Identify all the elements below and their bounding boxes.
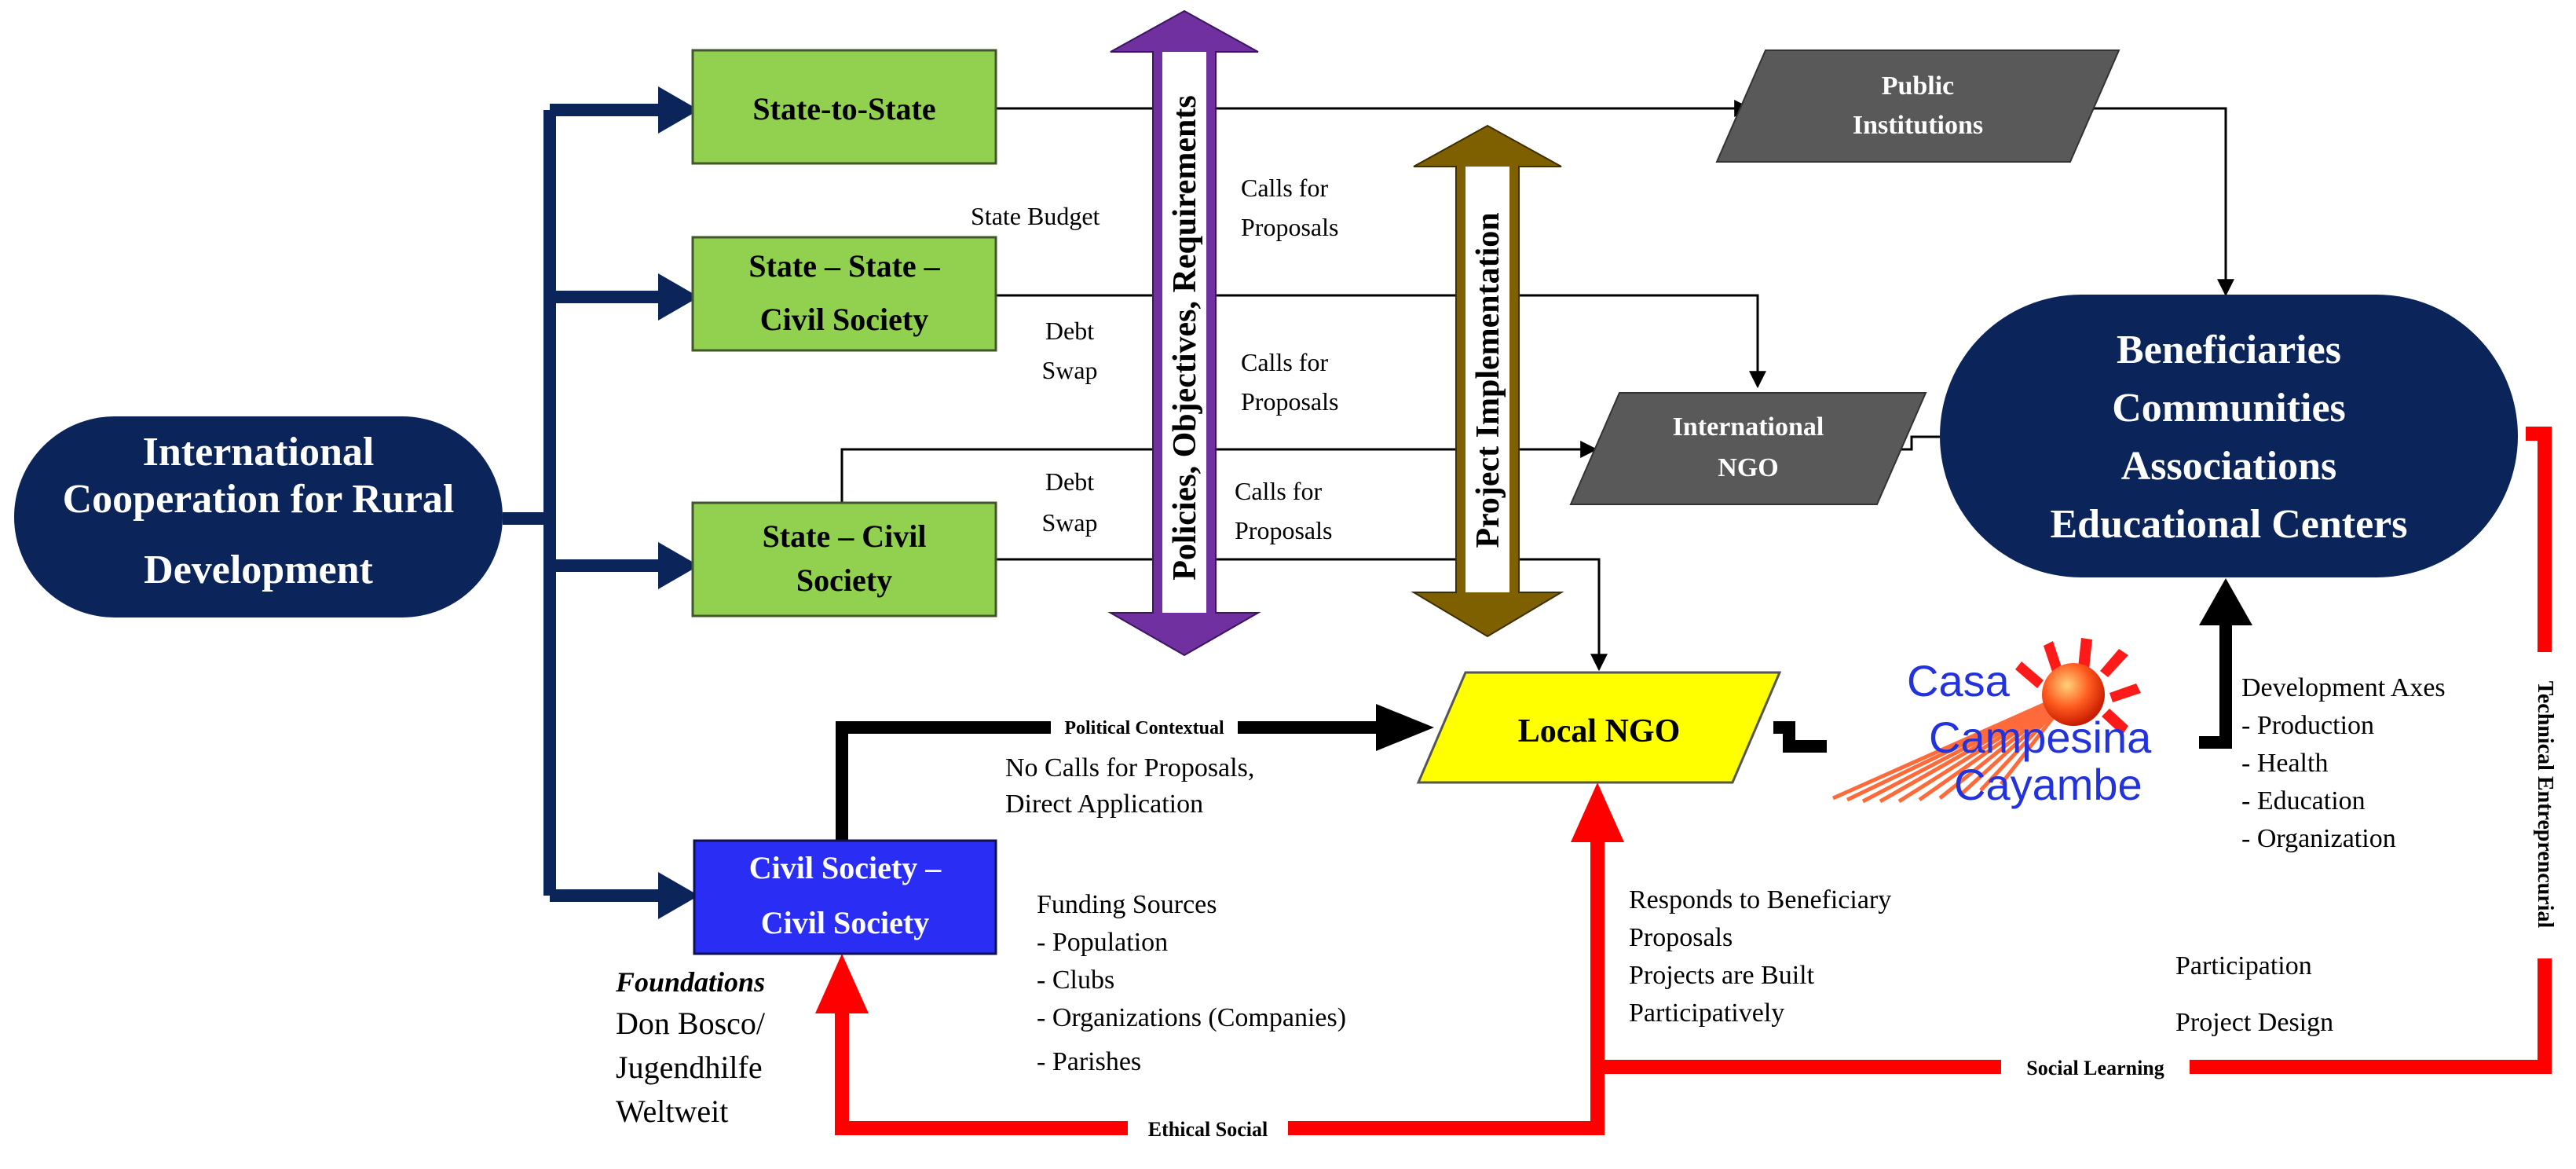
beneficiaries-label-2: Communities <box>2112 386 2346 431</box>
state-civil-label-1: State – Civil <box>763 519 927 554</box>
intl-cooperation-node <box>14 416 503 617</box>
foundations-line: Don Bosco/ <box>616 1006 766 1041</box>
beneficiaries-label-3: Associations <box>2121 444 2336 489</box>
debt-swap-2-line1: Debt <box>1045 467 1094 496</box>
ethical-social-label: Ethical Social <box>1148 1118 1268 1141</box>
implementation-arrow-shaft <box>1465 167 1509 592</box>
intl-cooperation-label-1: International <box>143 430 375 475</box>
responds-line: Proposals <box>1629 923 1733 952</box>
public-to-beneficiaries-connector <box>2094 107 2234 297</box>
state-budget-label: State Budget <box>971 202 1100 230</box>
logo-to-beneficiaries-connector <box>2199 621 2232 749</box>
foundations-title: Foundations <box>615 966 765 998</box>
public-institutions-label-1: Public <box>1882 71 1955 101</box>
logo-sun-flares-icon <box>2015 638 2141 735</box>
responds-line: Participatively <box>1629 999 1784 1028</box>
calls-1-line2: Proposals <box>1241 213 1338 241</box>
state-state-civil-label-1: State – State – <box>748 248 940 284</box>
state-civil-node <box>691 501 997 617</box>
policies-arrow-label: Policies, Objectives, Requirements <box>1167 95 1203 580</box>
development-axes-item: - Education <box>2241 786 2366 815</box>
local-ngo-up-red-arrowhead <box>1571 782 1624 842</box>
calls-2-line2: Proposals <box>1241 387 1338 416</box>
civil-civil-label-2: Civil Society <box>761 905 929 940</box>
international-ngo-node <box>1569 392 1927 505</box>
logo-word-casa: Casa <box>1907 656 2011 705</box>
navy-connector-tree <box>503 104 668 902</box>
funding-item: - Organizations (Companies) <box>1037 1003 1346 1032</box>
funding-sources-title: Funding Sources <box>1037 890 1217 919</box>
beneficiaries-arrowhead <box>2199 578 2252 625</box>
international-ngo-label-1: International <box>1673 412 1824 442</box>
funding-item: - Population <box>1037 928 1168 957</box>
local-ngo-arrowhead <box>1376 704 1434 751</box>
calls-1-line1: Calls for <box>1241 174 1328 202</box>
state-state-civil-node <box>691 236 997 352</box>
development-axes-item: - Production <box>2241 711 2374 740</box>
civil-to-local-ngo-connector <box>836 721 1382 841</box>
international-ngo-label-2: NGO <box>1718 453 1778 482</box>
logo-word-cayambe: Cayambe <box>1954 760 2142 809</box>
debt-swap-1-line2: Swap <box>1041 356 1097 384</box>
funding-item: - Clubs <box>1037 966 1114 995</box>
technical-entrepreneurial-bg <box>2534 652 2557 958</box>
responds-line: Projects are Built <box>1629 961 1815 990</box>
political-contextual-bg <box>1051 716 1238 738</box>
local-ngo-label: Local NGO <box>1518 713 1681 749</box>
local-ngo-to-logo-connector <box>1773 721 1827 753</box>
calls-3-line1: Calls for <box>1235 477 1322 505</box>
casa-campesina-logo: Casa Campesina Cayambe <box>1831 638 2152 809</box>
civil-civil-node <box>693 839 997 955</box>
intl-cooperation-label-2: Cooperation for Rural <box>63 477 455 522</box>
state-to-state-node <box>691 49 997 165</box>
no-calls-line2: Direct Application <box>1005 790 1203 819</box>
ethical-social-bg <box>1128 1117 1288 1141</box>
thin-connectors <box>840 100 2234 672</box>
calls-2-line1: Calls for <box>1241 348 1328 376</box>
beneficiaries-label-1: Beneficiaries <box>2117 328 2341 372</box>
no-calls-line1: No Calls for Proposals, <box>1005 753 1254 782</box>
state-civil-label-2: Society <box>796 563 892 598</box>
responds-line: Responds to Beneficiary <box>1629 885 1891 914</box>
logo-sun-icon <box>2042 663 2105 726</box>
debt-swap-1-line1: Debt <box>1045 317 1094 345</box>
beneficiaries-label-4: Educational Centers <box>2051 502 2408 547</box>
local-ngo-node <box>1416 671 1782 784</box>
participation-label: Participation <box>2175 951 2312 980</box>
public-institutions-label-2: Institutions <box>1853 111 1983 140</box>
social-learning-bg <box>2001 1056 2190 1079</box>
navy-arrowheads <box>658 86 699 919</box>
social-learning-label: Social Learning <box>2026 1057 2164 1079</box>
development-axes-item: - Organization <box>2241 824 2396 853</box>
technical-entrepreneurial-label: Technical Entreprencurial <box>2533 681 2557 929</box>
debt-swap-2-line2: Swap <box>1041 508 1097 537</box>
state-state-civil-label-2: Civil Society <box>760 302 928 337</box>
logo-word-campesina: Campesina <box>1929 713 2152 762</box>
funding-item: - Parishes <box>1037 1047 1141 1076</box>
sc-to-intl-ngo-connector <box>840 441 1598 503</box>
political-contextual-label: Political Contextual <box>1064 718 1224 738</box>
ssc-to-intl-ngo-connector <box>996 294 1766 389</box>
public-institutions-node <box>1715 49 2120 163</box>
state-to-state-label: State-to-State <box>752 91 935 126</box>
intl-cooperation-label-3: Development <box>144 548 373 592</box>
implementation-arrow-label: Project Implementation <box>1470 212 1506 548</box>
project-design-label: Project Design <box>2175 1008 2333 1037</box>
development-axes-item: - Health <box>2241 749 2328 778</box>
foundations-line: Weltweit <box>616 1094 728 1129</box>
policies-arrow-shaft <box>1162 52 1206 613</box>
foundations-line: Jugendhilfe <box>616 1050 763 1085</box>
development-axes-title: Development Axes <box>2241 673 2446 702</box>
civil-civil-label-1: Civil Society – <box>749 850 942 885</box>
calls-3-line2: Proposals <box>1235 516 1332 544</box>
intl-ngo-to-beneficiaries-connector <box>1901 435 1940 451</box>
beneficiaries-node <box>1940 295 2518 577</box>
civil-up-red-arrowhead <box>815 954 869 1013</box>
